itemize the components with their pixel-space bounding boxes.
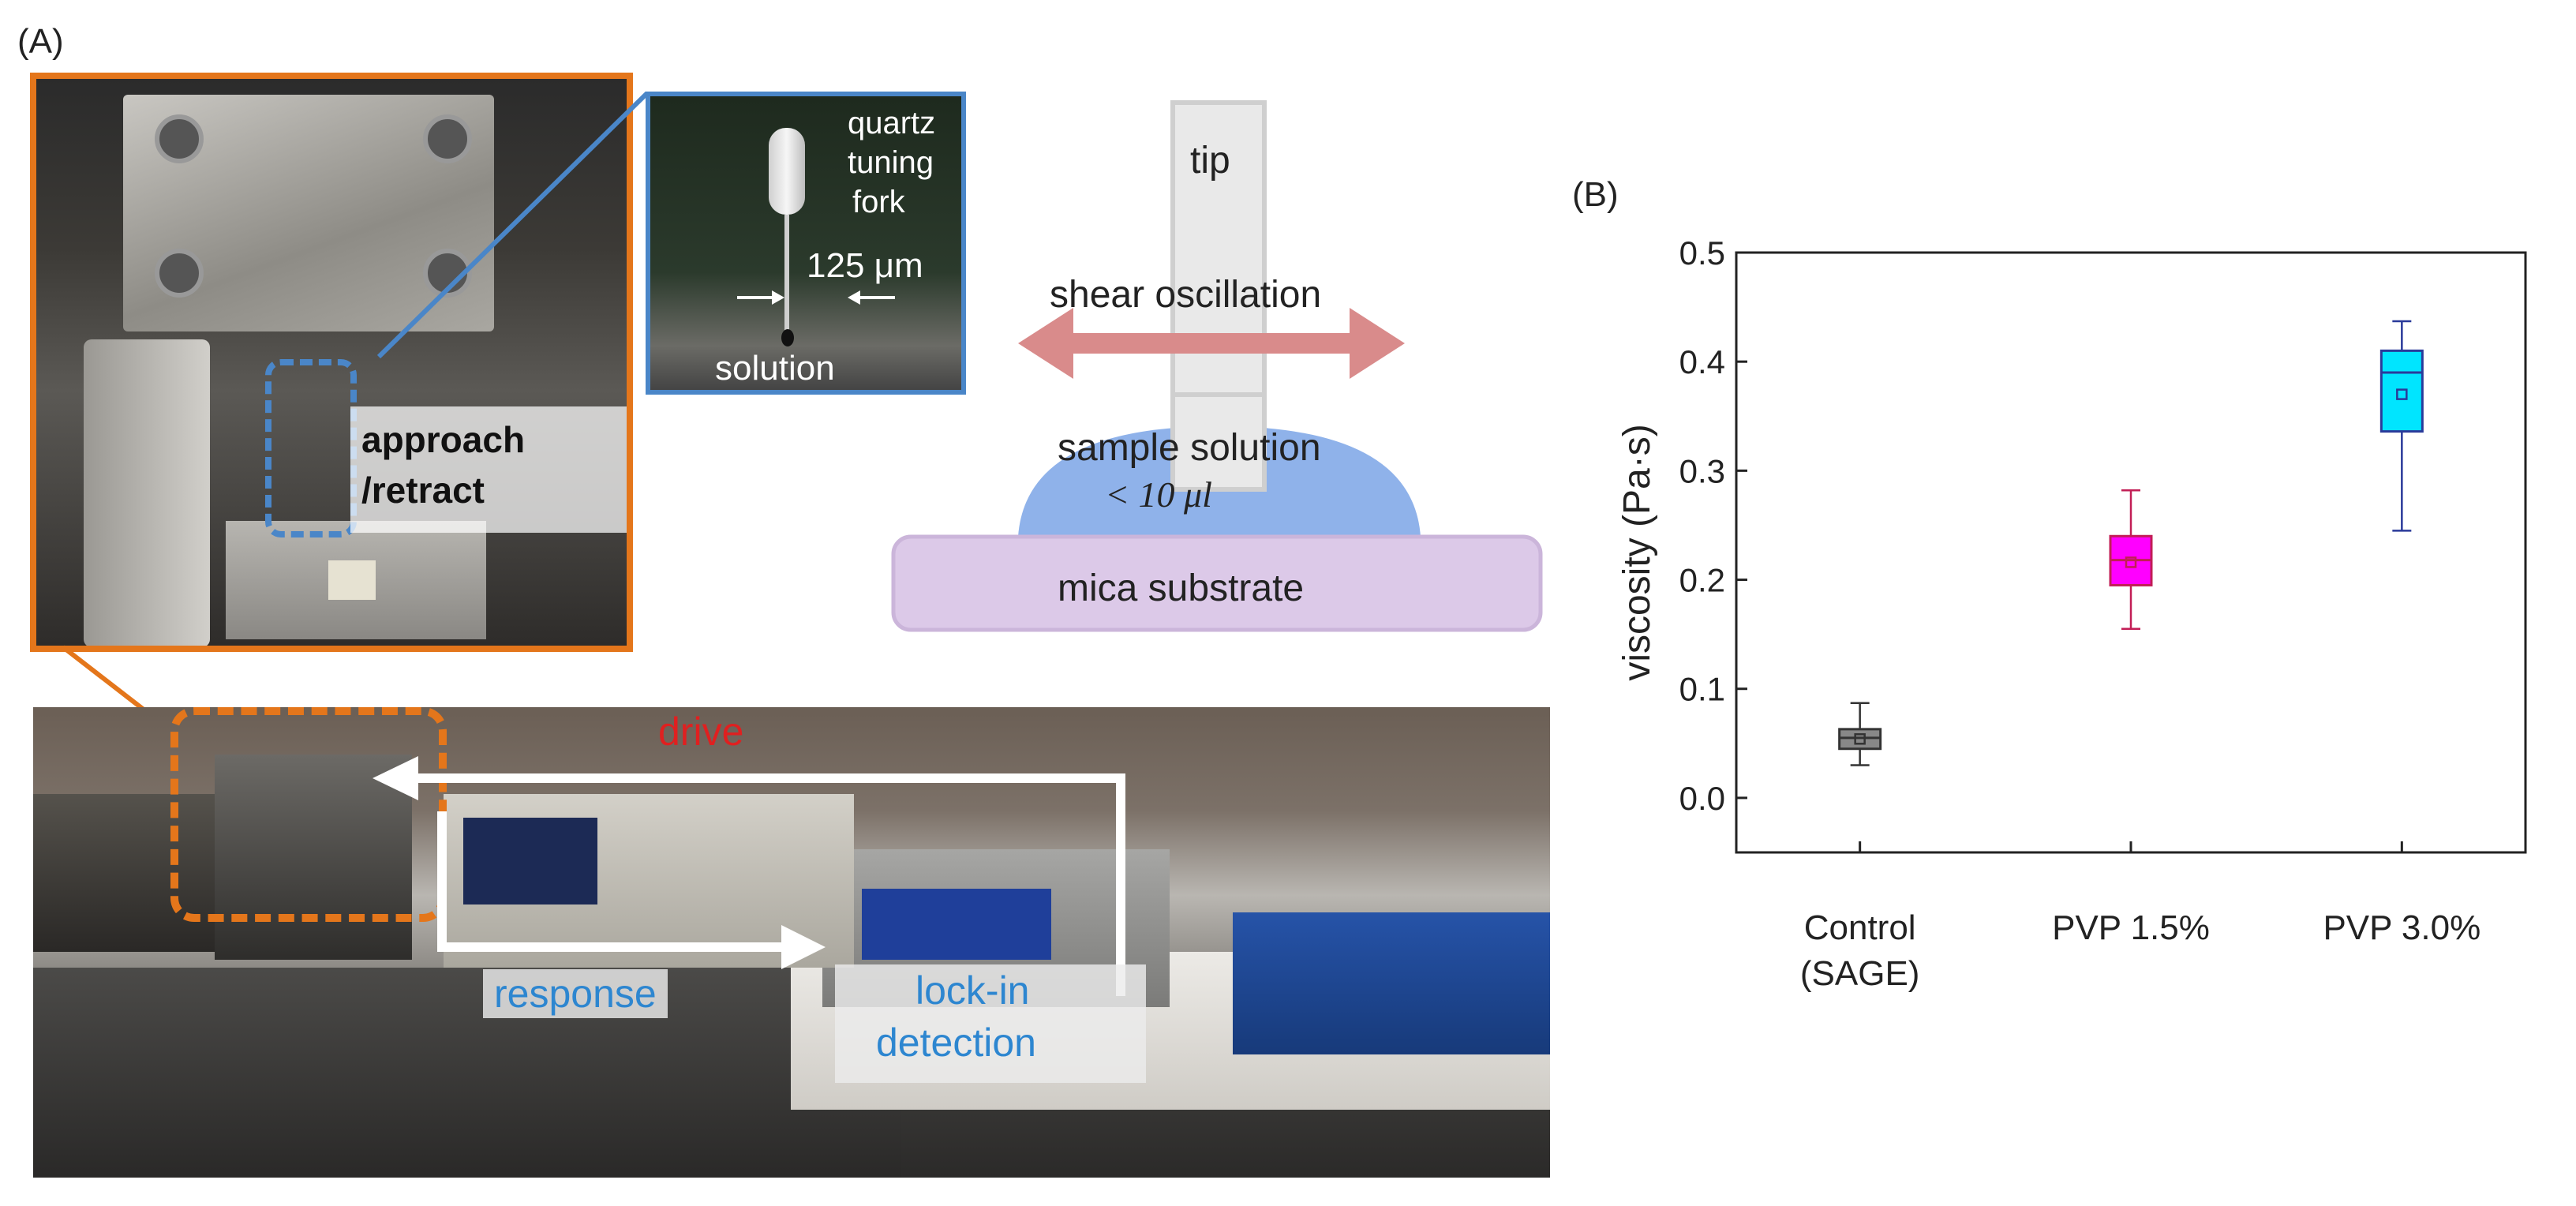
y-tick-label: 0.1 <box>1679 671 1725 708</box>
panel-a-label: (A) <box>17 22 64 61</box>
x-tick-label: Control <box>1804 908 1916 947</box>
inset-solution: solution <box>715 349 835 388</box>
box-1 <box>2109 489 2153 630</box>
y-axis: 0.0 0.1 0.2 0.3 0.4 0.5 <box>1679 234 1747 817</box>
dimension-arrows <box>737 286 895 313</box>
panel-b-label: (B) <box>1572 175 1619 214</box>
lockin-label-1: lock-in <box>915 968 1030 1013</box>
inset-dimension: 125 μm <box>807 246 923 285</box>
viscosity-boxplot: 0.0 0.1 0.2 0.3 0.4 0.5 Control (SAGE) PVP 1.5%… <box>1616 234 2527 993</box>
iqr-box <box>2379 349 2424 433</box>
volume-label: < 10 μl <box>1105 474 1212 515</box>
inset-tuning: tuning <box>848 145 934 180</box>
box-2 <box>2379 320 2424 532</box>
mean-marker <box>1854 733 1866 745</box>
x-tick-label: PVP 3.0% <box>2323 908 2481 947</box>
y-tick-label: 0.3 <box>1679 452 1725 489</box>
approach-label: approach <box>361 419 526 460</box>
tip-schematic <box>891 100 1543 632</box>
mean-marker <box>2396 388 2408 400</box>
drive-label: drive <box>658 710 744 754</box>
tip-label: tip <box>1190 140 1230 182</box>
x-tick-label-line2: (SAGE) <box>1800 954 1920 993</box>
y-tick-label: 0.4 <box>1679 343 1725 380</box>
y-tick-label: 0.5 <box>1679 234 1725 272</box>
closeup-photo: approach /retract <box>30 73 633 652</box>
lockin-label-2: detection <box>876 1021 1036 1065</box>
y-axis-label: viscosity (Pa·s) <box>1616 424 1658 680</box>
y-tick-label: 0.2 <box>1679 562 1725 599</box>
response-label: response <box>483 969 668 1018</box>
box-series <box>1838 320 2424 766</box>
inset-photo: quartz tuning fork 125 μm solution <box>646 92 966 395</box>
retract-label: /retract <box>361 470 485 511</box>
mean-marker <box>2125 556 2137 568</box>
inset-quartz: quartz <box>848 106 936 140</box>
shear-label: shear oscillation <box>1050 274 1322 316</box>
box-0 <box>1838 702 1882 766</box>
x-axis: Control (SAGE) PVP 1.5% PVP 3.0% <box>1800 841 2481 993</box>
y-tick-label: 0.0 <box>1679 780 1725 817</box>
x-tick-label: PVP 1.5% <box>2052 908 2210 947</box>
inset-fork: fork <box>852 185 905 219</box>
substrate-label: mica substrate <box>1058 567 1305 609</box>
sample-label: sample solution <box>1058 427 1321 469</box>
